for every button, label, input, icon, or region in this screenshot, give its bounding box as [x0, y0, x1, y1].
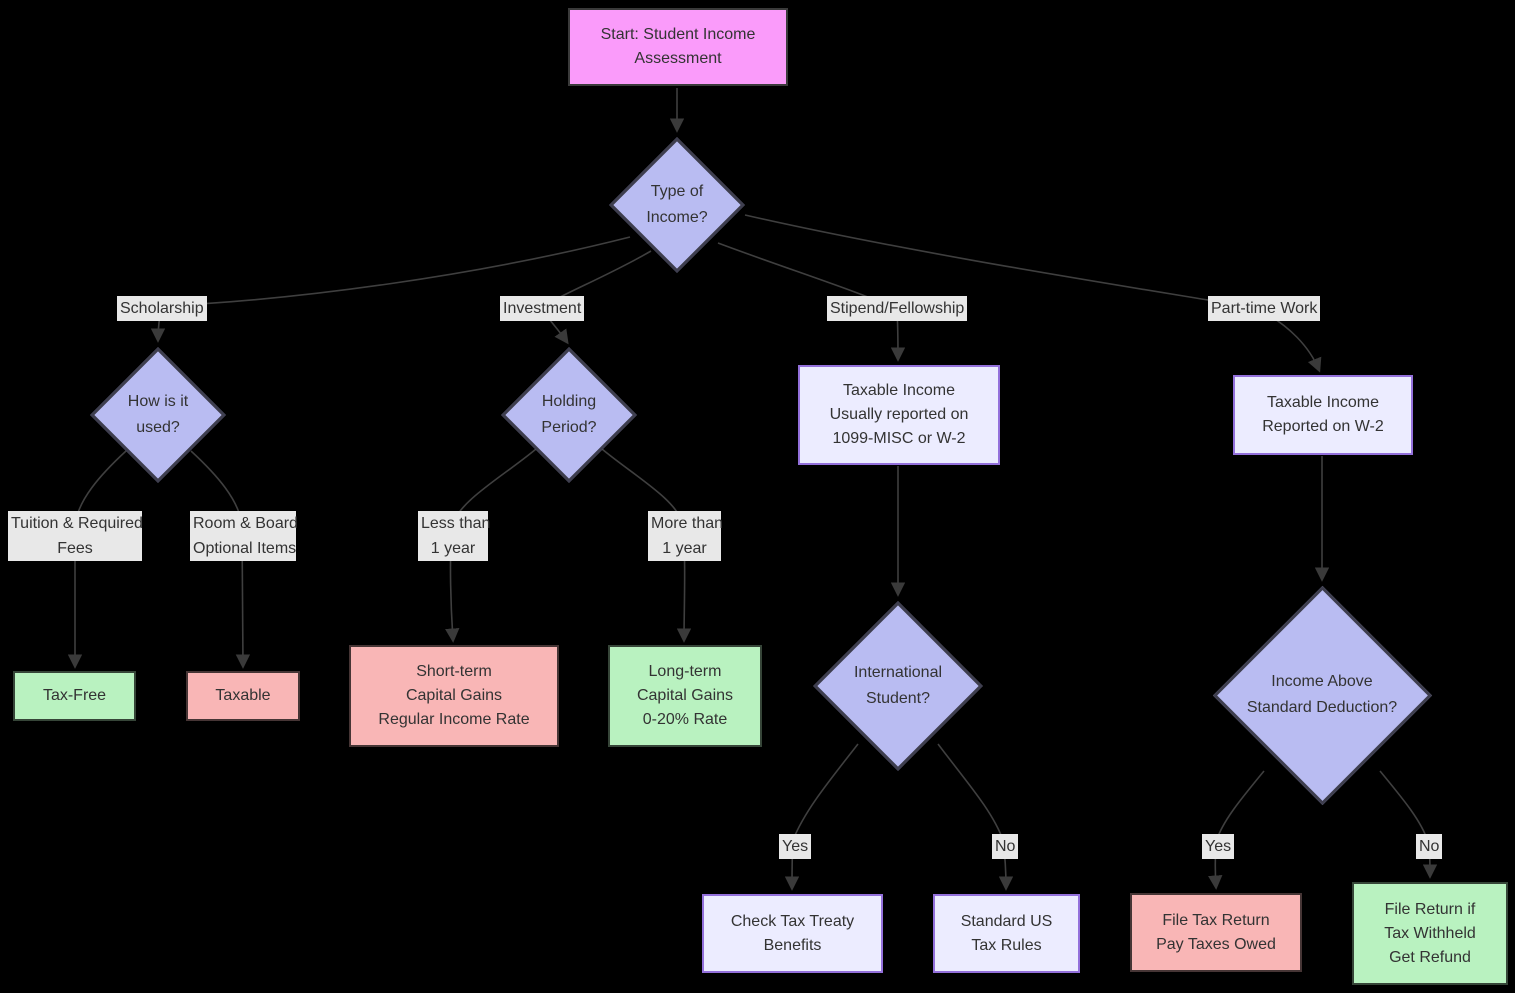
decision-text: Holding [541, 393, 597, 410]
edge-income-no [1379, 770, 1438, 879]
edge-label-stipend-fellowship: Stipend/Fellowship [827, 296, 968, 321]
node-start-text: Assessment [634, 50, 722, 67]
edge-label-parttime-work: Part-time Work [1208, 296, 1321, 321]
edge-label-text: Room & Board [193, 515, 298, 532]
edge-label-text: Tuition & Required [11, 515, 143, 532]
node-file-return-refund: File Return if Tax Withheld Get Refund [1352, 882, 1508, 985]
edge-income-yes [1208, 770, 1265, 890]
decision-text: How is it [127, 393, 189, 410]
edge-label-income-yes: Yes [1202, 834, 1235, 859]
decision-text: Income Above [1271, 673, 1373, 690]
decision-holding-period: Holding Period? [501, 370, 637, 460]
node-long-term-gains: Long-term Capital Gains 0-20% Rate [608, 645, 762, 747]
node-text: Long-term [648, 663, 722, 680]
decision-text: Standard Deduction? [1246, 699, 1398, 716]
node-text: Taxable Income [842, 382, 956, 399]
node-text: Regular Income Rate [378, 711, 530, 728]
node-text: Short-term [416, 663, 492, 680]
node-start-text: Start: Student Income [600, 26, 756, 43]
node-text: Pay Taxes Owed [1156, 935, 1276, 953]
edge-label-income-no: No [1416, 834, 1443, 859]
edge-label-less-than-year: Less than 1 year [418, 511, 491, 561]
node-stipend-taxable-income: Taxable Income Usually reported on 1099-… [798, 365, 1000, 465]
edge-label-more-than-year: More than 1 year [648, 511, 724, 561]
edge-label-text: Optional Items [193, 540, 297, 557]
node-text: Tax Rules [971, 936, 1042, 954]
edge-type-to-how [150, 236, 631, 343]
node-standard-us-rules: Standard US Tax Rules [933, 894, 1080, 973]
node-start: Start: Student Income Assessment [568, 8, 788, 86]
decision-income-above-deduction: Income Above Standard Deduction? [1212, 650, 1432, 740]
edge-label-tuition-fees: Tuition & Required Fees [8, 511, 143, 561]
node-text: Taxable [215, 687, 271, 704]
node-text: Capital Gains [405, 687, 503, 704]
edge-label-investment: Investment [500, 296, 585, 321]
node-text: File Return if [1384, 900, 1476, 918]
node-text: Standard US [960, 912, 1053, 930]
node-text: Capital Gains [636, 687, 734, 704]
decision-text: Type of [650, 183, 704, 200]
decision-text: Income? [646, 209, 708, 226]
node-text: Usually reported on [829, 406, 969, 423]
edge-label-scholarship: Scholarship [117, 296, 207, 321]
node-text: 0-20% Rate [642, 711, 728, 728]
node-parttime-taxable-income: Taxable Income Reported on W-2 [1233, 375, 1413, 455]
node-check-tax-treaty: Check Tax Treaty Benefits [702, 894, 883, 973]
edge-intl-yes [784, 743, 859, 891]
node-file-return-pay-owed: File Tax Return Pay Taxes Owed [1130, 893, 1302, 972]
node-text: Check Tax Treaty [730, 912, 855, 930]
node-text: File Tax Return [1162, 911, 1270, 929]
edge-label-text: 1 year [430, 540, 476, 557]
edge-label-intl-yes: Yes [779, 834, 812, 859]
edge-label-text: More than [651, 515, 724, 532]
node-text: Taxable Income [1266, 394, 1380, 411]
node-text: Get Refund [1389, 948, 1471, 966]
node-taxable: Taxable [186, 671, 300, 721]
edge-label-text: Fees [57, 540, 93, 557]
decision-text: used? [136, 419, 180, 436]
decision-text: Period? [541, 419, 597, 436]
node-text: 1099-MISC or W-2 [832, 430, 966, 447]
node-text: Benefits [763, 936, 822, 954]
edge-label-text: 1 year [662, 540, 707, 557]
decision-type-of-income: Type of Income? [609, 160, 745, 250]
edge-label-text: Less than [421, 515, 491, 532]
decision-text: International [853, 664, 943, 681]
edge-intl-no [937, 743, 1014, 891]
decision-how-used: How is it used? [90, 370, 226, 460]
edge-label-intl-no: No [992, 834, 1019, 859]
node-tax-free: Tax-Free [13, 671, 136, 721]
decision-international-student: International Student? [813, 641, 983, 731]
node-text: Reported on W-2 [1262, 418, 1384, 435]
decision-text: Student? [865, 690, 931, 707]
edge-type-to-parttime [744, 214, 1322, 373]
node-text: Tax Withheld [1384, 924, 1476, 942]
edge-label-room-board: Room & Board Optional Items [190, 511, 298, 561]
node-short-term-gains: Short-term Capital Gains Regular Income … [349, 645, 559, 747]
node-text: Tax-Free [42, 687, 107, 704]
